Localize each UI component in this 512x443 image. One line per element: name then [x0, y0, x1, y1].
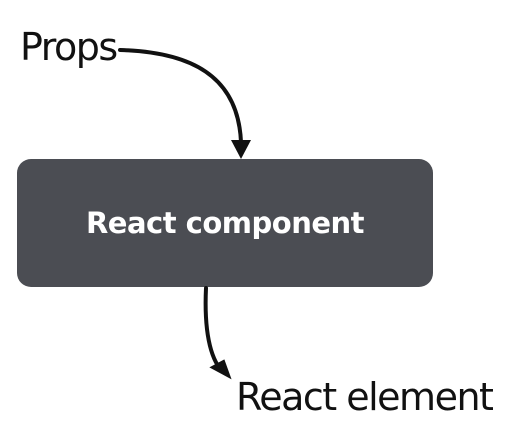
react-component-box: React component: [17, 159, 433, 287]
component-to-element-arrowhead-icon: [209, 359, 232, 380]
react-element-label: React element: [236, 375, 494, 419]
props-to-component-arrow: [118, 48, 243, 144]
react-component-label: React component: [85, 206, 365, 240]
component-to-element-arrow: [203, 286, 224, 373]
props-label: Props: [20, 25, 118, 69]
props-to-component-arrowhead-icon: [231, 140, 251, 159]
